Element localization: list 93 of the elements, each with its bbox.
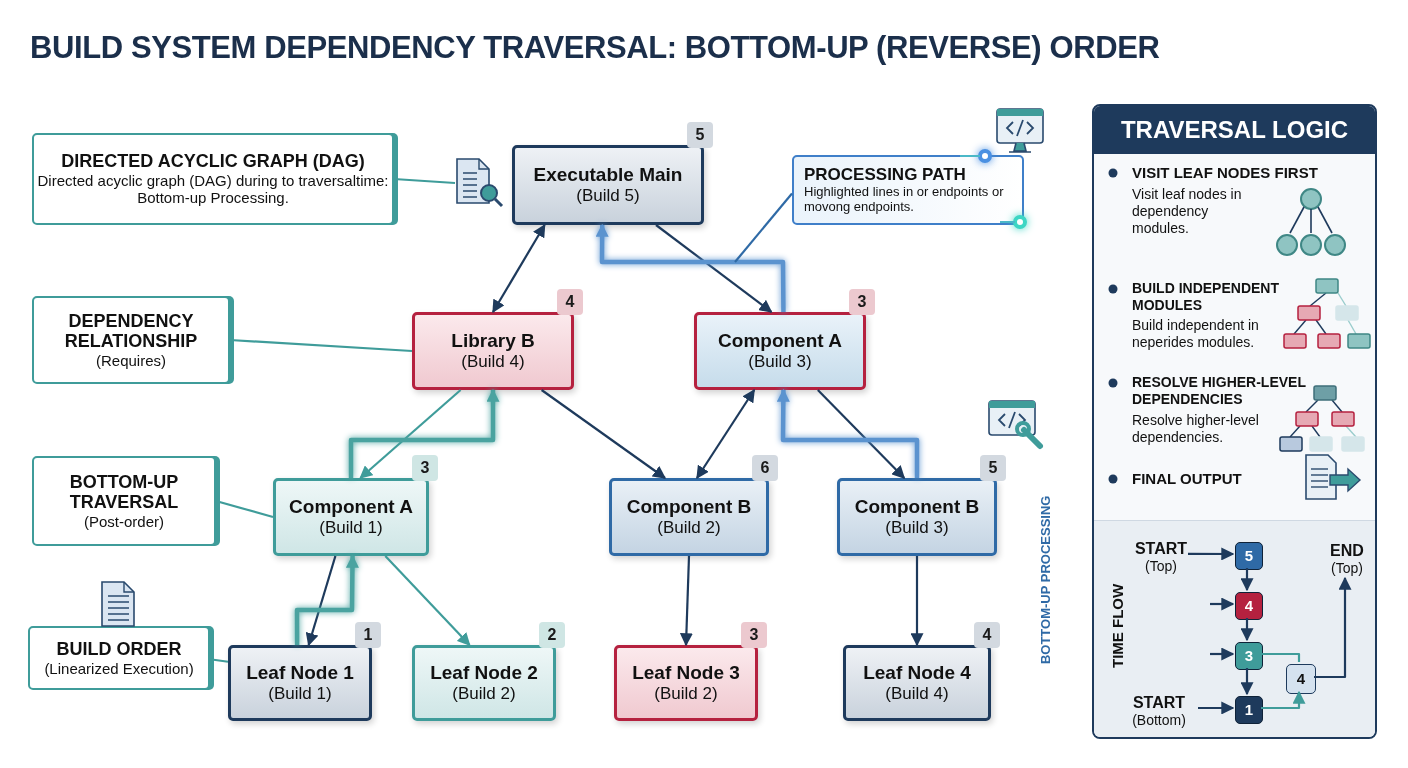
arrow (359, 389, 462, 479)
order-badge: 3 (849, 289, 875, 315)
node-title: Component B (854, 496, 980, 519)
order-badge: 3 (412, 455, 438, 481)
node-title: END (1330, 541, 1364, 561)
node-title: START (1132, 693, 1186, 713)
order-number: 4 (1296, 670, 1306, 688)
arrow (1210, 597, 1235, 611)
node-text: (Build 1) (268, 684, 332, 704)
node-title: DEPENDENCY RELATIONSHIP (63, 310, 199, 353)
node-title: Leaf Node 1 (246, 662, 354, 685)
order-badge: 1 (355, 622, 381, 648)
arrow (679, 555, 693, 647)
connector-line (1261, 652, 1301, 662)
node-title: Leaf Node 4 (863, 662, 971, 685)
step-text: Build independent in neperides modules. (1132, 317, 1260, 351)
node-text: (Top) (1331, 560, 1363, 577)
arrow (384, 555, 471, 646)
node-text: Highlighted lines in or endpoints or movong endpoints. (804, 184, 1005, 215)
node-title: Leaf Node 3 (632, 662, 740, 685)
step-heading: RESOLVE HIGHER-LEVEL DEPENDENCIES (1132, 374, 1307, 408)
node-title: Component A (289, 496, 413, 519)
arrow (1210, 647, 1235, 661)
arrow (305, 555, 337, 647)
diagram-title: BUILD SYSTEM DEPENDENCY TRAVERSAL: BOTTOM-UP (REVERSE) ORDER (30, 30, 1160, 66)
node-title: BOTTOM-UP TRAVERSAL (68, 471, 180, 514)
node-title: Library B (451, 330, 535, 353)
node-text: (Top) (1145, 558, 1177, 575)
node-text: (Build 2) (657, 518, 721, 538)
arrow (696, 388, 756, 480)
node-text: (Build 2) (654, 684, 718, 704)
step-heading: BUILD INDEPENDENT MODULES (1132, 280, 1280, 314)
arrow (294, 554, 359, 645)
order-box (1235, 592, 1263, 620)
arrow (492, 223, 546, 314)
order-badge: 4 (557, 289, 583, 315)
order-number: 3 (1244, 647, 1254, 665)
node-text: (Post-order) (84, 513, 164, 531)
node-title: DIRECTED ACYCLIC GRAPH (DAG) (61, 151, 365, 173)
order-box (1235, 542, 1263, 570)
step-text: Resolve higher-level dependencies. (1132, 412, 1260, 446)
arrow (776, 388, 920, 478)
arrow (655, 224, 773, 313)
node-title: BUILD ORDER (56, 639, 182, 660)
order-badge: 5 (980, 455, 1006, 481)
leader-line (734, 192, 793, 263)
arrow (1198, 701, 1235, 715)
order-badge: 5 (687, 122, 713, 148)
node-text: (Bottom) (1132, 712, 1186, 729)
arrow (910, 556, 924, 647)
arrow (1188, 547, 1235, 561)
node-text: (Build 1) (319, 518, 383, 538)
node-text: (Build 2) (452, 684, 516, 704)
arrow (1240, 568, 1254, 592)
node-title: PROCESSING PATH (804, 165, 966, 185)
order-badge: 2 (539, 622, 565, 648)
order-number: 5 (1244, 547, 1254, 565)
arrow (595, 223, 786, 313)
node-text: (Build 4) (461, 352, 525, 372)
node-text: (Build 4) (885, 684, 949, 704)
node-title: Component A (718, 330, 842, 353)
arrow (1314, 576, 1352, 679)
arrow (348, 388, 500, 478)
order-badge: 6 (752, 455, 778, 481)
order-box (1235, 696, 1263, 724)
node-text: (Build 5) (576, 186, 640, 206)
node-text: (Linearized Execution) (44, 659, 194, 677)
arrow (1240, 618, 1254, 642)
panel-heading: TRAVERSAL LOGIC (1094, 106, 1375, 154)
node-title: Leaf Node 2 (430, 662, 538, 685)
arrow (540, 389, 667, 479)
arrow (817, 389, 906, 479)
step-heading: FINAL OUTPUT (1132, 470, 1243, 488)
node-title: Executable Main (533, 164, 683, 187)
arrow (1240, 668, 1254, 696)
order-box (1235, 642, 1263, 670)
node-text: (Build 3) (748, 352, 812, 372)
step-heading: VISIT LEAF NODES FIRST (1132, 164, 1319, 182)
node-title: START (1134, 539, 1188, 559)
node-text: (Build 3) (885, 518, 949, 538)
order-badge: 4 (974, 622, 1000, 648)
node-text: (Requires) (96, 352, 166, 370)
order-number: 1 (1244, 701, 1254, 719)
order-box (1286, 664, 1316, 694)
order-badge: 3 (741, 622, 767, 648)
node-title: Component B (626, 496, 752, 519)
processing-path-callout (792, 155, 1024, 225)
node-text: Directed acyclic graph (DAG) during to traversaltime: Bottom-up Processing. (36, 172, 390, 207)
vertical-label: BOTTOM-UP PROCESSING (1038, 494, 1054, 667)
step-text: Visit leaf nodes in dependency modules. (1132, 186, 1243, 237)
arrow (1261, 690, 1306, 710)
order-number: 4 (1244, 597, 1254, 615)
traversal-logic-panel (1092, 104, 1377, 739)
